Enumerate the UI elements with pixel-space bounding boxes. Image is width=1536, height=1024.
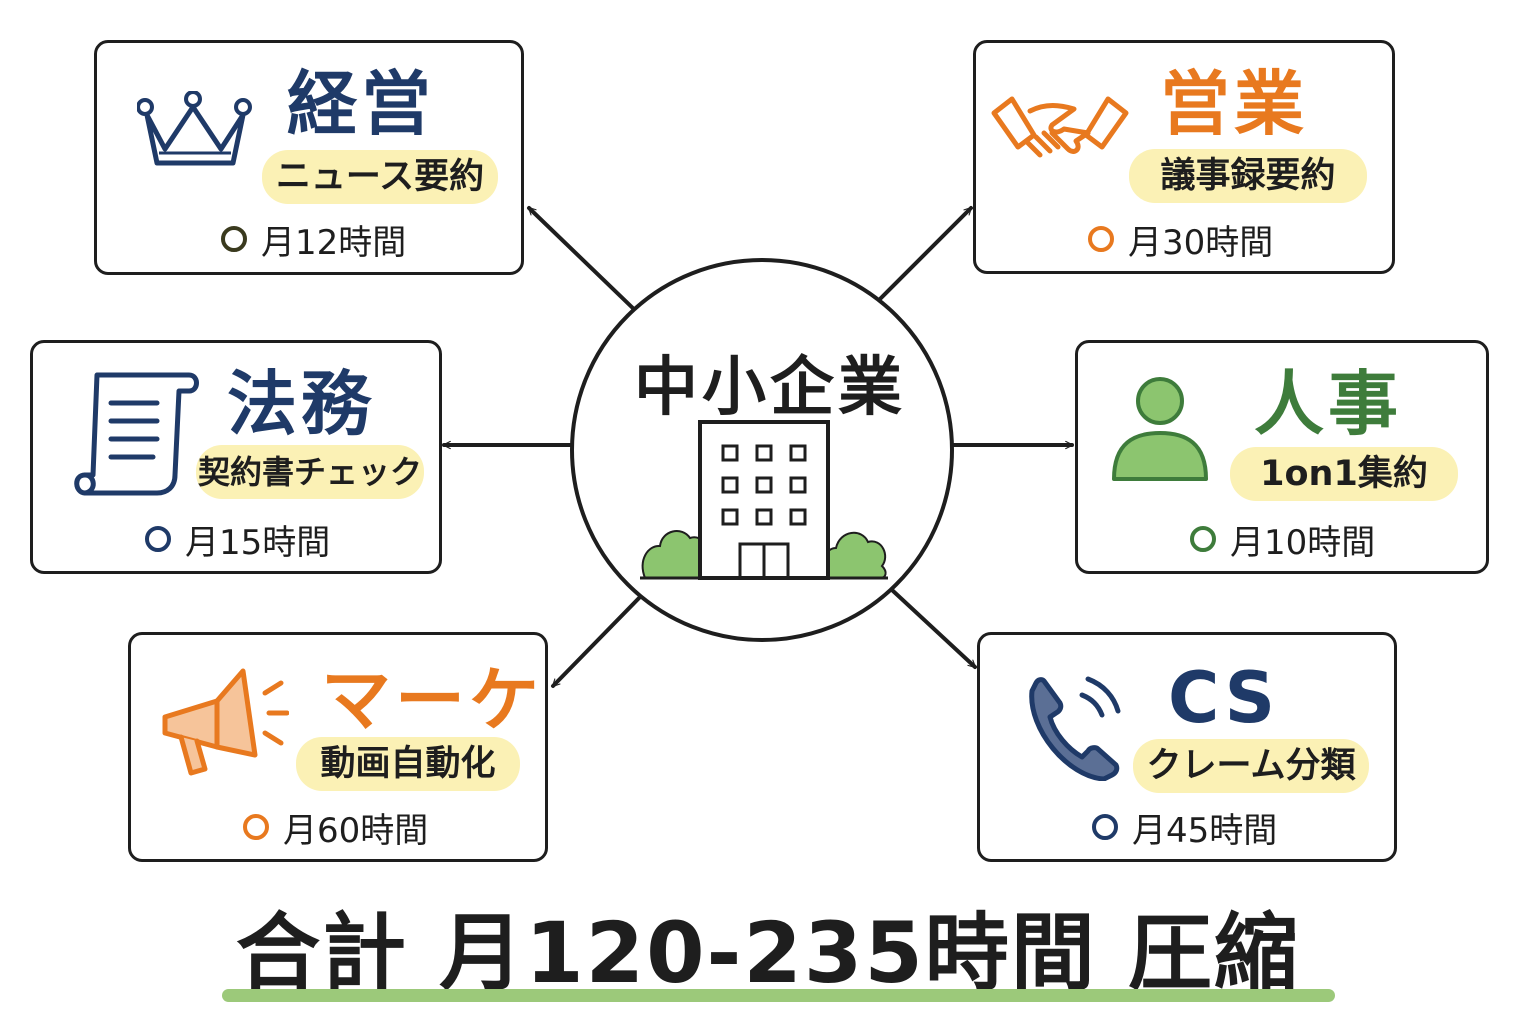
person-icon bbox=[1112, 377, 1208, 481]
crown-icon bbox=[137, 91, 252, 166]
center-label: 中小企業 bbox=[634, 351, 906, 425]
task-pill: ニュース要約 bbox=[262, 150, 498, 204]
card-cs: CS クレーム分類 月45時間 bbox=[977, 632, 1397, 862]
arrow-to-keiei bbox=[527, 206, 642, 317]
task-pill: 契約書チェック bbox=[196, 445, 424, 499]
scroll-icon bbox=[74, 372, 199, 496]
card-title: マーケ bbox=[321, 659, 543, 741]
circle-icon bbox=[145, 526, 171, 552]
circle-icon bbox=[1088, 226, 1114, 252]
hours-text: 月12時間 bbox=[261, 222, 407, 263]
hours-text: 月60時間 bbox=[283, 810, 429, 851]
megaphone-icon bbox=[162, 668, 289, 776]
circle-icon bbox=[1190, 526, 1216, 552]
arrow-to-eigyo bbox=[875, 206, 973, 304]
card-title: 人事 bbox=[1254, 363, 1402, 445]
hours-row: 月60時間 bbox=[243, 807, 428, 851]
hours-row: 月10時間 bbox=[1190, 519, 1375, 563]
card-jinji: 人事 1on1集約 月10時間 bbox=[1075, 340, 1489, 574]
total-underline bbox=[222, 989, 1335, 1002]
card-title: 法務 bbox=[227, 363, 375, 445]
card-title: CS bbox=[1168, 657, 1280, 739]
hours-row: 月45時間 bbox=[1092, 807, 1277, 851]
task-pill: クレーム分類 bbox=[1133, 739, 1369, 793]
hours-row: 月15時間 bbox=[145, 519, 330, 563]
hours-text: 月30時間 bbox=[1128, 222, 1274, 263]
arrow-to-marke bbox=[551, 593, 644, 688]
hours-text: 月45時間 bbox=[1132, 810, 1278, 851]
circle-icon bbox=[243, 814, 269, 840]
card-title: 経営 bbox=[287, 63, 435, 145]
handshake-icon bbox=[991, 96, 1129, 158]
hours-text: 月15時間 bbox=[185, 522, 331, 563]
total-summary: 合計 月120-235時間 圧縮 bbox=[235, 904, 1301, 1002]
arrow-to-cs bbox=[890, 588, 977, 669]
phone-icon bbox=[1029, 676, 1121, 781]
hours-row: 月30時間 bbox=[1088, 219, 1273, 263]
card-keiei: 経営 ニュース要約 月12時間 bbox=[94, 40, 524, 275]
hours-text: 月10時間 bbox=[1230, 522, 1376, 563]
task-pill: 動画自動化 bbox=[296, 737, 520, 791]
card-homu: 法務 契約書チェック 月15時間 bbox=[30, 340, 442, 574]
task-pill: 1on1集約 bbox=[1230, 447, 1458, 501]
card-title: 営業 bbox=[1160, 63, 1308, 145]
card-eigyo: 営業 議事録要約 月30時間 bbox=[973, 40, 1395, 274]
building-icon bbox=[640, 420, 888, 580]
circle-icon bbox=[1092, 814, 1118, 840]
card-marke: マーケ 動画自動化 月60時間 bbox=[128, 632, 548, 862]
hours-row: 月12時間 bbox=[221, 219, 406, 263]
task-pill: 議事録要約 bbox=[1129, 149, 1367, 203]
circle-icon bbox=[221, 226, 247, 252]
